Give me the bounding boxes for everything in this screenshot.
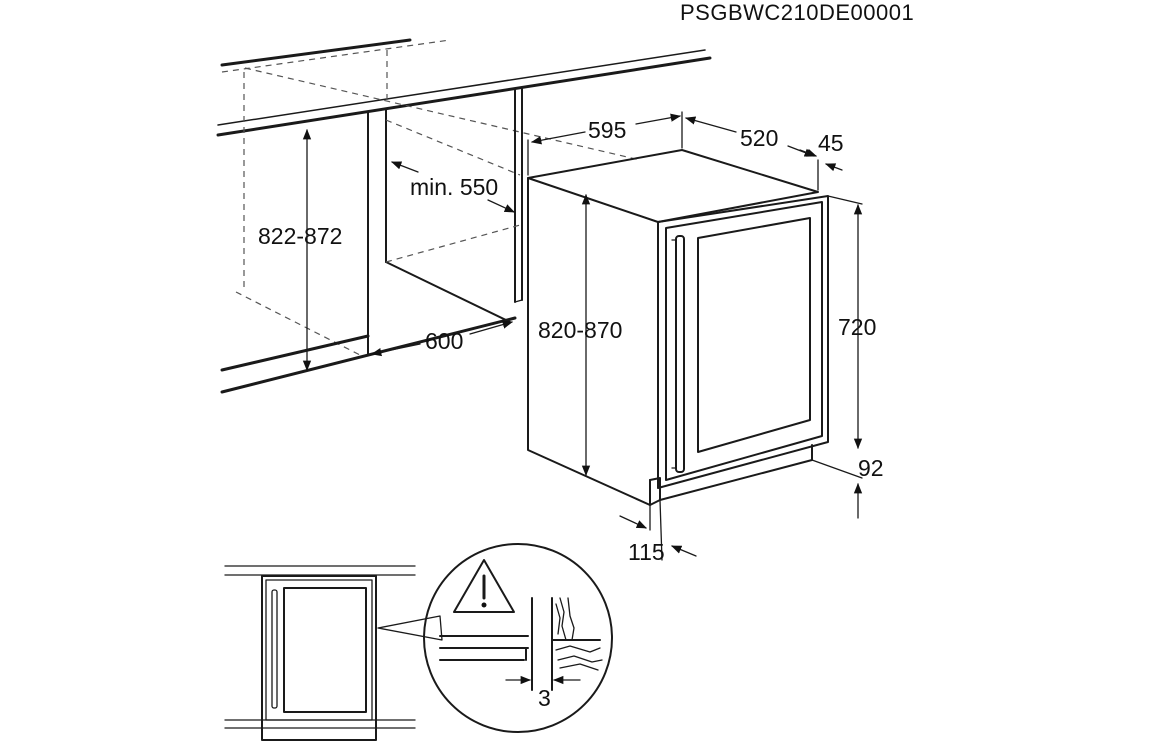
niche-cabinet (216, 38, 712, 394)
dim-label-plinth-depth: 115 (628, 539, 665, 565)
dim-label-door-offset: 45 (818, 130, 844, 156)
dim-plinth-depth: 115 (619, 515, 697, 565)
dim-appliance-height: 820-870 (538, 193, 622, 477)
dim-label-niche-width: 600 (425, 328, 463, 354)
front-view-detail (224, 565, 443, 741)
dim-label-plinth-height: 92 (858, 455, 884, 481)
dim-niche-height: 822-872 (258, 128, 342, 372)
dim-label-width: 595 (588, 117, 626, 143)
dim-depth: 520 (684, 116, 815, 157)
dim-niche-depth: min. 550 (391, 161, 515, 213)
dim-door-offset: 45 (799, 130, 844, 172)
gap-detail-circle: 3 (423, 543, 613, 733)
warning-triangle-icon (453, 559, 515, 613)
drawing-code: PSGBWC210DE00001 (680, 0, 914, 25)
dim-door-height: 720 (838, 203, 876, 450)
dim-plinth-height: 92 (853, 455, 884, 519)
dim-niche-width: 600 (370, 320, 513, 357)
dim-label-appliance-height: 820-870 (538, 317, 622, 343)
door-handle (675, 235, 685, 473)
detail-handle (271, 589, 278, 709)
dim-label-niche-depth: min. 550 (410, 174, 498, 200)
dim-label-gap: 3 (538, 685, 551, 711)
appliance (527, 111, 863, 561)
dim-label-door-height: 720 (838, 314, 876, 340)
dim-label-depth: 520 (740, 125, 778, 151)
dim-width: 595 (530, 113, 682, 145)
dim-label-niche-height: 822-872 (258, 223, 342, 249)
